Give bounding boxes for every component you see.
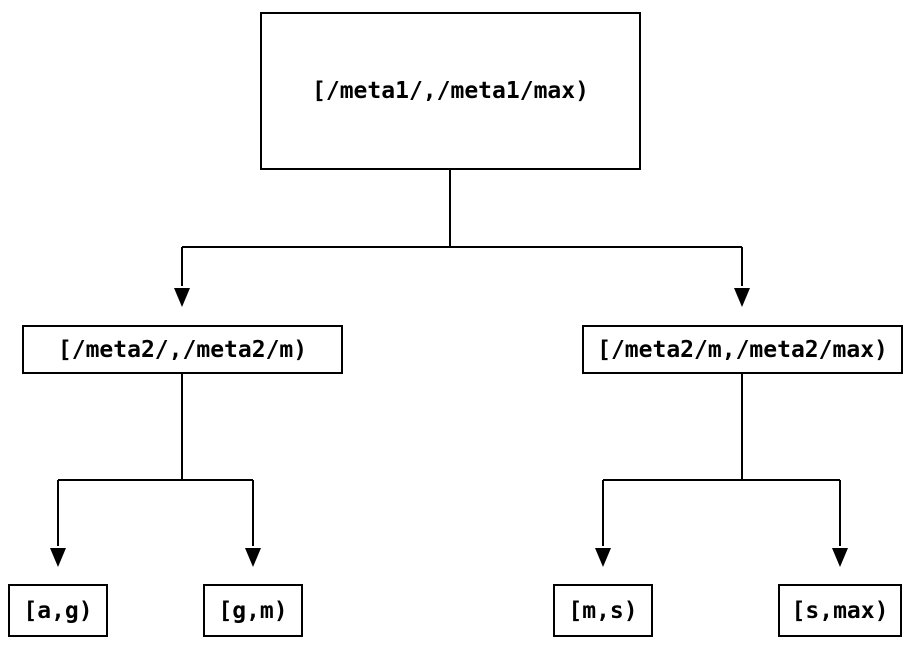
- arrowhead-leaf4: [832, 548, 848, 567]
- arrowhead-leaf2: [245, 548, 261, 567]
- node-right-range-label: [/meta2/m,/meta2/max): [597, 336, 888, 363]
- edge-right-children: [602, 374, 841, 546]
- node-leaf-a-g: [a,g): [8, 584, 108, 637]
- arrowhead-leaf1: [50, 548, 66, 567]
- node-leaf-a-g-label: [a,g): [23, 597, 93, 624]
- node-leaf-m-s: [m,s): [553, 584, 653, 637]
- arrowhead-right-branch: [734, 288, 750, 307]
- node-leaf-s-max-label: [s,max): [791, 597, 889, 624]
- node-leaf-m-s-label: [m,s): [568, 597, 638, 624]
- edge-left-children: [57, 374, 254, 546]
- arrowhead-leaf3: [595, 548, 611, 567]
- node-leaf-s-max: [s,max): [778, 584, 902, 637]
- node-leaf-g-m-label: [g,m): [218, 597, 288, 624]
- node-left-range-label: [/meta2/,/meta2/m): [57, 336, 308, 363]
- node-leaf-g-m: [g,m): [203, 584, 303, 637]
- node-right-range: [/meta2/m,/meta2/max): [582, 325, 903, 374]
- edge-root-children: [181, 170, 743, 286]
- arrowhead-left-branch: [174, 288, 190, 307]
- node-root: [/meta1/,/meta1/max): [260, 12, 641, 170]
- node-root-label: [/meta1/,/meta1/max): [312, 78, 589, 104]
- node-left-range: [/meta2/,/meta2/m): [22, 325, 343, 374]
